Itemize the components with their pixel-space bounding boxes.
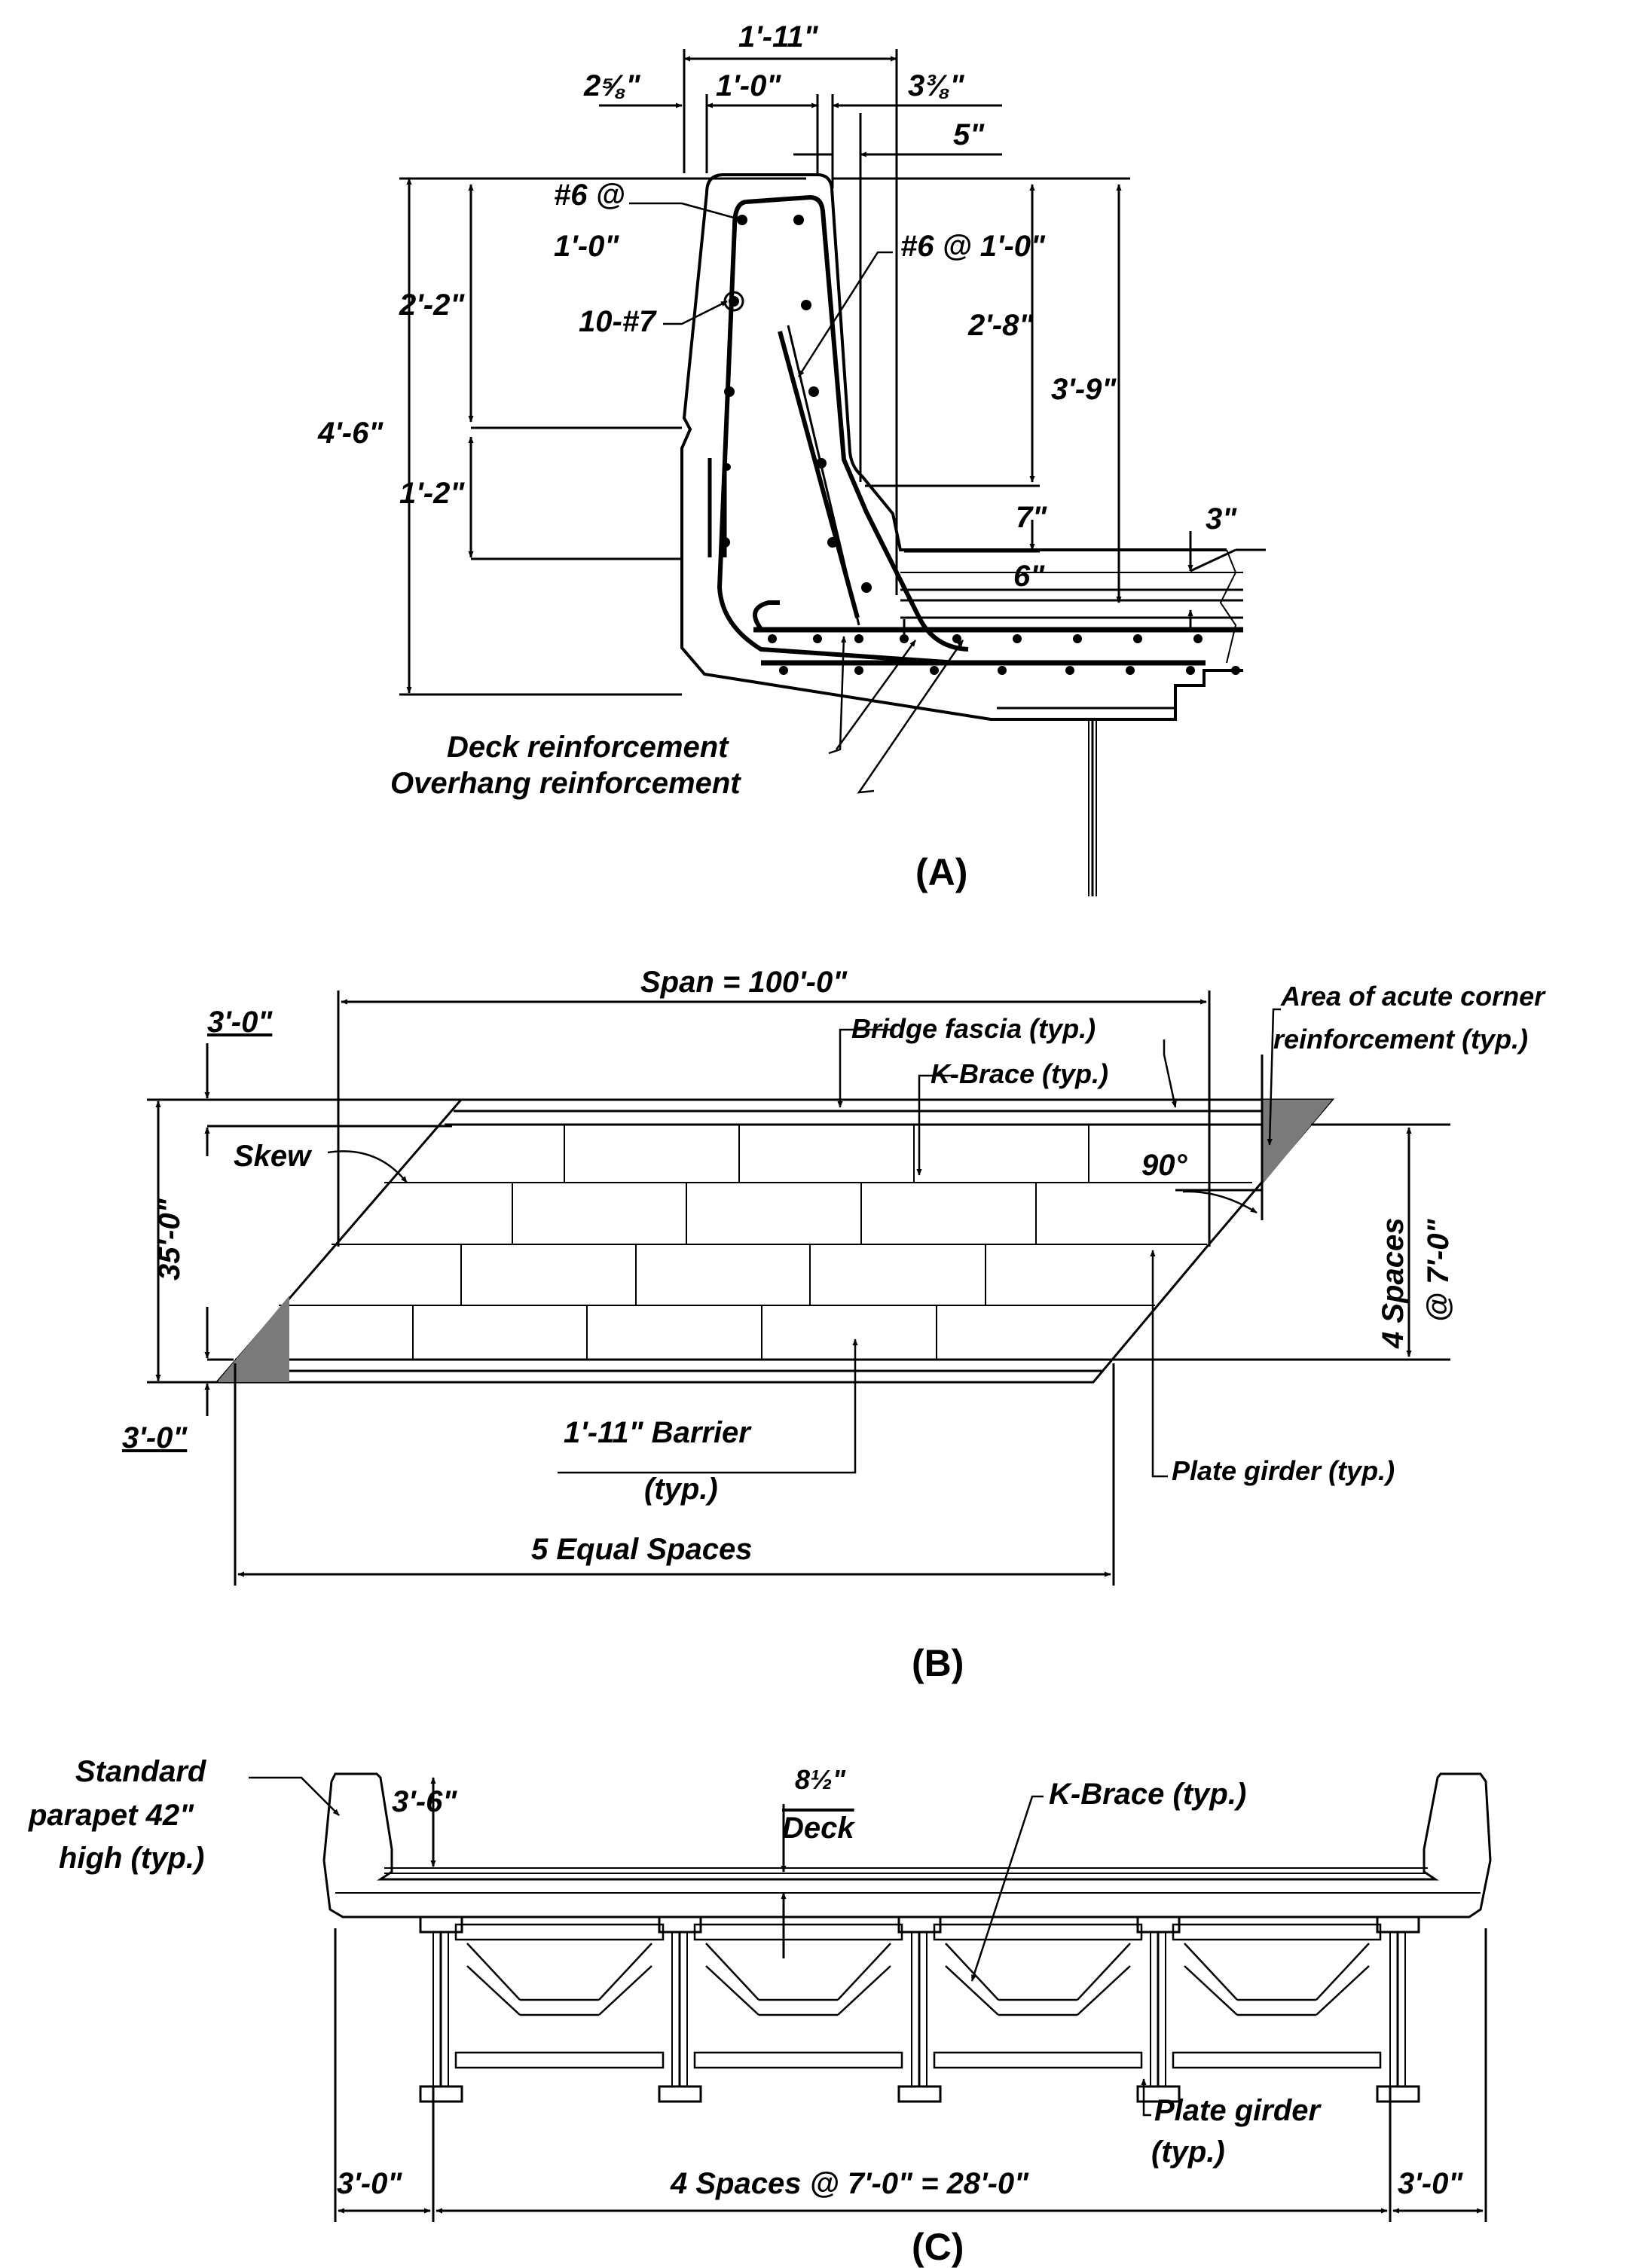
deck-plan xyxy=(214,1098,1335,1384)
dim-five: 5" xyxy=(953,118,985,151)
dim-three: 3" xyxy=(1206,502,1237,536)
dim-equal-spaces: 5 Equal Spaces xyxy=(531,1533,752,1566)
acute-corner-top-right xyxy=(1262,1100,1332,1185)
label-plate-girder: Plate girder (typ.) xyxy=(1172,1455,1395,1486)
dim-overall-height: 3'-9" xyxy=(1051,373,1117,406)
dim-angle: 90° xyxy=(1141,1149,1187,1182)
panel-a: 1'-11" 2⅝" 1'-0" 3⅜" 5" 4'-6" 2'-2" 1'-2… xyxy=(317,20,1266,896)
dim-bottom-offset: 3'-0" xyxy=(122,1421,188,1455)
label-plate-girder-c-line1: Plate girder xyxy=(1154,2094,1322,2127)
panel-c-leaders xyxy=(249,1776,1151,2117)
panel-c: 3'-6" 8½" Deck 3'-0" 4 Spaces @ 7'-0" = … xyxy=(28,1755,1492,2268)
dim-span: Span = 100'-0" xyxy=(640,966,848,999)
dim-left-offset: 2⅝" xyxy=(583,69,641,102)
dim-total-height: 4'-6" xyxy=(317,417,384,450)
panel-b-title: (B) xyxy=(912,1642,964,1684)
panel-c-title: (C) xyxy=(912,2226,964,2268)
dim-girder-spacing: 4 Spaces @ 7'-0" = 28'-0" xyxy=(670,2167,1029,2200)
panel-c-text: 3'-6" 8½" Deck 3'-0" 4 Spaces @ 7'-0" = … xyxy=(28,1755,1463,2268)
plate-girder-4 xyxy=(1136,1915,1181,2103)
label-acute-line2: reinforcement (typ.) xyxy=(1273,1024,1528,1055)
panel-b: Span = 100'-0" 3'-0" 35'-0" 3'-0" 4 Spac… xyxy=(122,966,1546,1684)
panel-b-text: Span = 100'-0" 3'-0" 35'-0" 3'-0" 4 Spac… xyxy=(122,966,1546,1684)
dim-deck-thickness: 8½" xyxy=(795,1764,846,1795)
label-barrier-line2: (typ.) xyxy=(644,1473,718,1506)
plate-girder-3 xyxy=(897,1915,942,2103)
girders-and-braces xyxy=(419,1915,1420,2103)
dim-right-offset: 3⅜" xyxy=(908,69,965,102)
dim-parapet-height: 3'-6" xyxy=(392,1785,457,1818)
panel-a-dimension-lines xyxy=(399,49,1266,696)
panel-c-dimension-lines xyxy=(334,1777,1487,2222)
panel-a-text: 1'-11" 2⅝" 1'-0" 3⅜" 5" 4'-6" 2'-2" 1'-2… xyxy=(317,20,1237,893)
label-k-brace-c: K-Brace (typ.) xyxy=(1049,1778,1246,1811)
label-k-brace: K-Brace (typ.) xyxy=(931,1058,1108,1089)
label-skew: Skew xyxy=(234,1140,313,1173)
dim-inner-width: 1'-0" xyxy=(716,69,781,102)
label-acute-line1: Area of acute corner xyxy=(1280,981,1546,1012)
dim-six: 6" xyxy=(1013,560,1045,593)
label-parapet-line2: parapet 42" xyxy=(28,1799,194,1832)
dim-lower-height: 1'-2" xyxy=(399,477,465,510)
deck-cross-section xyxy=(322,1772,1492,1918)
label-parapet-line3: high (typ.) xyxy=(59,1842,204,1875)
barrier-section xyxy=(680,173,1243,896)
k-brace-4 xyxy=(1172,1923,1382,2069)
label-deck-reinforcement: Deck reinforcement xyxy=(447,731,729,764)
label-deck: Deck xyxy=(782,1812,855,1845)
dim-barrier-height: 2'-8" xyxy=(967,309,1034,342)
label-parapet-line1: Standard xyxy=(75,1755,207,1788)
label-plate-girder-c-line2: (typ.) xyxy=(1151,2135,1225,2169)
panel-b-leaders xyxy=(327,1008,1281,1478)
label-bar-6-line2: 1'-0" xyxy=(554,230,619,263)
dim-top-offset: 3'-0" xyxy=(207,1006,273,1039)
acute-corner-areas xyxy=(217,1100,1332,1382)
k-brace-lines xyxy=(412,1125,1089,1360)
rebar-dots xyxy=(720,215,1240,675)
label-bar-6-line1: #6 @ xyxy=(554,179,625,212)
panel-b-dimension-lines xyxy=(147,991,1450,1586)
panel-a-leaders xyxy=(629,202,964,794)
dim-seven: 7" xyxy=(1016,501,1047,534)
dim-spaces-line1: 4 Spaces xyxy=(1377,1218,1410,1349)
dim-right-overhang: 3'-0" xyxy=(1398,2167,1463,2200)
dim-spaces-line2: @ 7'-0" xyxy=(1422,1219,1455,1322)
label-bar-6-right: #6 @ 1'-0" xyxy=(900,230,1046,263)
k-brace-3 xyxy=(933,1923,1143,2069)
panel-a-title: (A) xyxy=(915,851,967,893)
dim-left-overhang: 3'-0" xyxy=(337,2167,402,2200)
k-brace-2 xyxy=(693,1923,903,2069)
plate-girder-1 xyxy=(419,1915,463,2103)
dim-top-width: 1'-11" xyxy=(738,20,819,53)
label-bar-7: 10-#7 xyxy=(579,305,657,338)
label-barrier-line1: 1'-11" Barrier xyxy=(564,1416,752,1449)
dim-upper-height: 2'-2" xyxy=(399,288,465,322)
plate-girder-5 xyxy=(1376,1915,1420,2103)
k-brace-1 xyxy=(454,1923,665,2069)
acute-corner-bottom-left xyxy=(217,1296,289,1382)
dim-width: 35'-0" xyxy=(153,1198,186,1281)
label-bridge-fascia: Bridge fascia (typ.) xyxy=(851,1013,1096,1044)
plate-girder-2 xyxy=(658,1915,702,2103)
label-overhang-reinforcement: Overhang reinforcement xyxy=(390,767,741,800)
